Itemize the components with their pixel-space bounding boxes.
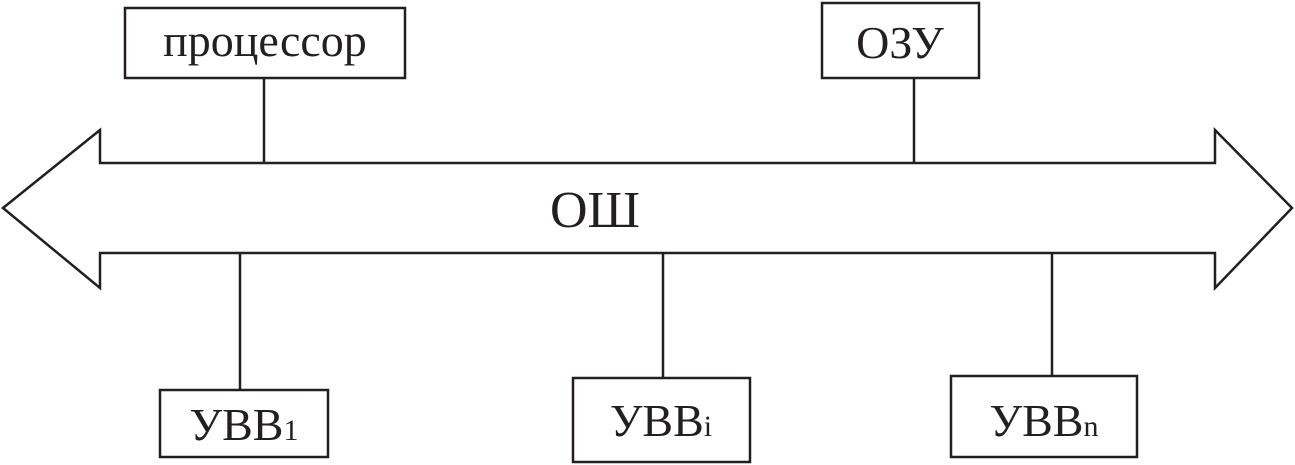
ion-label: УВВn [990, 395, 1099, 446]
ioi-label-subscript: i [704, 410, 712, 443]
io1-block: УВВ1 [158, 388, 330, 459]
processor-block: процессор [123, 6, 407, 80]
bus-label: ОШ [550, 182, 640, 239]
ion-label-subscript: n [1083, 410, 1098, 443]
ioi-label-main: УВВ [610, 395, 704, 446]
ioi-label: УВВi [610, 395, 712, 446]
processor-box [123, 6, 407, 80]
processor-label: процессор [163, 15, 367, 66]
ram-box [820, 1, 981, 80]
ram-label: ОЗУ [856, 17, 944, 68]
ram-block: ОЗУ [820, 1, 981, 80]
io1-label-subscript: 1 [283, 414, 298, 447]
ion-label-main: УВВ [990, 395, 1084, 446]
ioi-block: УВВi [571, 376, 752, 464]
ion-box [949, 374, 1139, 459]
io1-label: УВВ1 [190, 399, 299, 450]
io1-label-main: УВВ [190, 399, 284, 450]
ion-block: УВВn [949, 374, 1139, 459]
system-bus-arrow [1, 126, 1294, 292]
ioi-box [571, 376, 752, 464]
io1-box [158, 388, 330, 459]
